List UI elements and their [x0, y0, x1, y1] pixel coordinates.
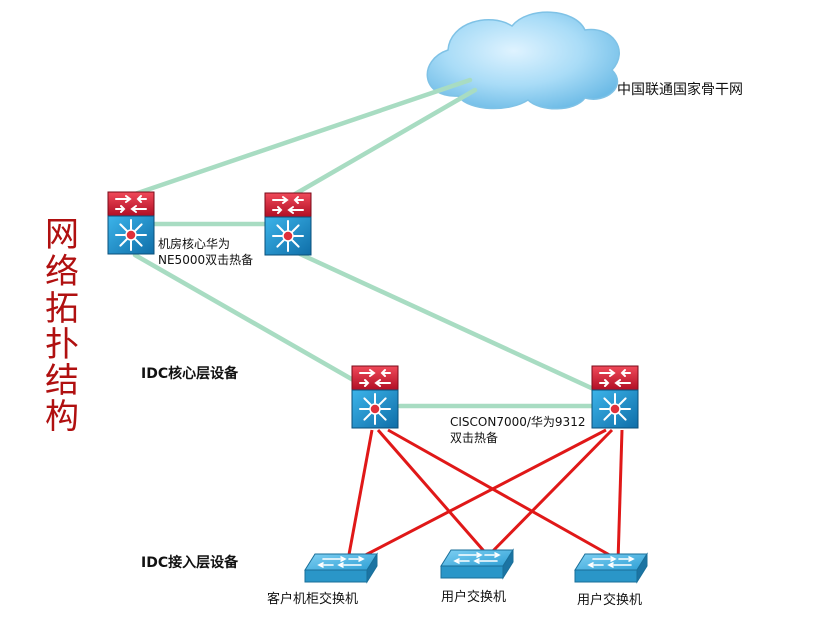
idc-access-label: IDC接入层设备	[141, 555, 239, 571]
link-core1-sw3	[387, 428, 623, 564]
router-icon	[264, 192, 312, 256]
link-cloud-router1	[129, 77, 473, 198]
idc-core-label: IDC核心层设备	[141, 366, 239, 382]
idc-core-model-label-line2: 双击热备	[450, 431, 499, 445]
room-core-label-line2: NE5000双击热备	[158, 253, 254, 267]
link-core1-sw1	[346, 429, 374, 561]
switch-user-label: 用户交换机	[577, 593, 643, 608]
red-links	[346, 428, 624, 564]
backbone-label: 中国联通国家骨干网	[617, 82, 743, 98]
link-cloud-router2	[287, 87, 478, 200]
link-core2-sw1	[351, 428, 607, 564]
idc-core-model-label-line1: CISCON7000/华为9312	[450, 415, 586, 429]
title-char: 结	[45, 361, 79, 401]
title-char: 网	[45, 215, 79, 255]
title-char: 扑	[45, 325, 79, 365]
green-links	[129, 77, 603, 409]
link-router1-core1	[132, 252, 365, 388]
core-switch-icon	[591, 365, 639, 429]
title-char: 构	[45, 397, 79, 437]
router-icon	[107, 191, 155, 255]
link-core2-sw2	[484, 428, 614, 560]
link-core2-sw3	[616, 429, 624, 563]
title-char: 拓	[45, 289, 79, 329]
link-core1-sw2	[376, 429, 492, 559]
switch-customer-label: 客户机柜交换机	[267, 592, 359, 607]
title-char: 络	[45, 252, 79, 292]
internet-cloud-icon	[426, 11, 620, 110]
link-router2-core2	[297, 251, 603, 395]
switch-user-label: 用户交换机	[441, 590, 507, 605]
room-core-label-line1: 机房核心华为	[158, 237, 231, 251]
core-switch-icon	[351, 365, 399, 429]
access-switch-icon	[440, 548, 514, 580]
access-switch-icon	[304, 552, 378, 584]
access-switch-icon	[574, 552, 648, 584]
